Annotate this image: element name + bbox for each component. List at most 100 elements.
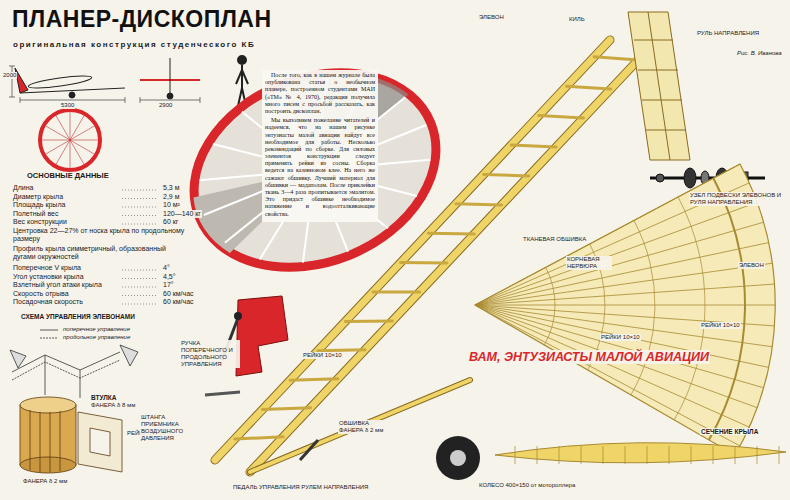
wing-rib [70, 112, 71, 140]
part-label: СЕЧЕНИЕ КРЫЛА [700, 428, 759, 435]
wing-rib [42, 140, 70, 141]
part-label: ОСНОВНЫЕ ДАННЫЕ [26, 172, 110, 181]
part-label: поперечное управление [62, 326, 131, 333]
truss-strut [401, 261, 447, 264]
dot-leader [122, 207, 158, 208]
section-rib [647, 446, 648, 464]
part-label: Угол установки крыла [12, 273, 85, 281]
seat [205, 296, 318, 460]
truss-strut [235, 437, 283, 439]
part-label: ПЕДАЛЬ УПРАВЛЕНИЯ РУЛЕМ НАПРАВЛЕНИЯ [232, 484, 369, 491]
wing-rib [70, 116, 84, 140]
dot-leader [122, 215, 158, 216]
wing-rib [46, 140, 70, 154]
wing-rib [475, 284, 774, 305]
part-label: Центровка 22—27% от носка крыла по продо… [12, 227, 189, 243]
part-label: УЗЕЛ ПОДВЕСКИ ЭЛЕВОНОВ И РУЛЯ НАПРАВЛЕНИ… [689, 192, 786, 206]
dot-leader [122, 304, 158, 305]
part-label: 60 км/час [162, 298, 195, 306]
part-label: ФАНЕРА δ 2 мм [22, 478, 68, 485]
rudder [628, 12, 690, 160]
truss-strut [290, 379, 338, 380]
dot-leader [122, 224, 158, 225]
banner-text: ВАМ, ЭНТУЗИАСТЫ МАЛОЙ АВИАЦИИ [468, 350, 710, 364]
dot-leader [122, 270, 158, 271]
wing-rib [475, 222, 763, 305]
wing-plan-view [40, 110, 100, 170]
part-label: ЭЛЕВОН [478, 14, 505, 21]
part-label: Диаметр крыла [12, 193, 64, 201]
part-label: Длина [12, 184, 35, 192]
part-label: 5,3 м [162, 184, 181, 192]
section-rib [735, 446, 736, 464]
wing-spar [674, 197, 705, 420]
section-rib [757, 446, 758, 464]
section-rib [559, 446, 560, 464]
body-column: После того, как в нашем журнале была опу… [262, 70, 378, 222]
elevon-control-scheme [10, 330, 138, 398]
part-label: 10 м² [162, 201, 181, 209]
fuselage-truss [215, 40, 640, 472]
wing-rib [70, 126, 94, 140]
part-label: ОБШИВКА ФАНЕРА δ 2 мм [338, 420, 390, 434]
part-label: Профиль крыла симметричный, образованный… [12, 245, 189, 261]
part-label: КОЛЕСО 400×150 от мотороллера [478, 482, 576, 489]
wing-rib [70, 140, 94, 154]
part-label: РУЧКА ПОПЕРЕЧНОГО И ПРОДОЛЬНОГО УПРАВЛЕН… [180, 340, 240, 368]
wing-spar [631, 220, 655, 395]
part-label: ЭЛЕВОН [738, 262, 765, 269]
part-label: 17° [162, 281, 175, 289]
part-label: Полетный вес [12, 210, 60, 218]
truss-strut [345, 319, 392, 323]
part-label: РЕЙКИ 10×10 [600, 334, 641, 341]
wing-rib [70, 140, 84, 164]
part-label: СХЕМА УПРАВЛЕНИЯ ЭЛЕВОНАМИ [20, 313, 136, 320]
part-label: 2900 [158, 102, 173, 109]
wing-rib [475, 305, 740, 446]
truss-strut [539, 116, 584, 118]
part-label: Рис. В. Иванова [736, 50, 783, 57]
section-rib [779, 446, 780, 464]
truss-strut [262, 408, 310, 410]
part-label: Скорость отрыва [12, 290, 70, 298]
section-rib [691, 446, 692, 464]
part-label: ВТУЛКА [90, 394, 117, 401]
wing-spar [544, 267, 555, 345]
part-label: 120—140 кг [162, 210, 202, 218]
part-label: продольное управление [62, 334, 131, 341]
section-rib [625, 446, 626, 464]
section-rib [669, 446, 670, 464]
part-label: ШТАНГА ПРИЕМНИКА ВОЗДУШНОГО ДАВЛЕНИЯ [140, 414, 202, 442]
part-label: 60 кг [162, 218, 179, 226]
part-label: 5300 [60, 102, 75, 109]
part-label: ТКАНЕВАЯ ОБШИВКА [522, 236, 587, 243]
front-view [140, 58, 200, 103]
wing-rib [475, 305, 749, 427]
wing-rib [475, 305, 772, 347]
truss-strut [456, 204, 502, 205]
dot-leader [122, 190, 158, 191]
truss-strut [594, 57, 638, 60]
wing-rib [56, 140, 70, 164]
part-label: оригинальная конструкция студенческого К… [12, 40, 274, 49]
part-label: КИЛЬ [568, 16, 586, 23]
part-label: Посадочная скорость [12, 298, 84, 306]
wing-rib [475, 263, 772, 305]
wheel [436, 436, 480, 480]
section-rib [515, 446, 516, 464]
part-label: ФАНЕРА δ 8 мм [90, 402, 136, 409]
part-label: 60 км/час [162, 290, 195, 298]
truss-strut [373, 290, 420, 293]
wing-rib [475, 305, 763, 388]
section-rib [713, 446, 714, 464]
part-label: 4° [162, 264, 171, 272]
dot-leader [122, 287, 158, 288]
dot-leader [122, 278, 158, 279]
part-label: 2,9 м [162, 193, 181, 201]
part-label: Площадь крыла [12, 201, 66, 209]
part-label: Поперечное V крыла [12, 264, 82, 272]
part-label: КОРНЕВАЯ НЕРВЮРА [566, 256, 612, 270]
section-rib [603, 446, 604, 464]
part-label: 2000 [2, 72, 17, 79]
part-label: 4,5° [162, 273, 177, 281]
